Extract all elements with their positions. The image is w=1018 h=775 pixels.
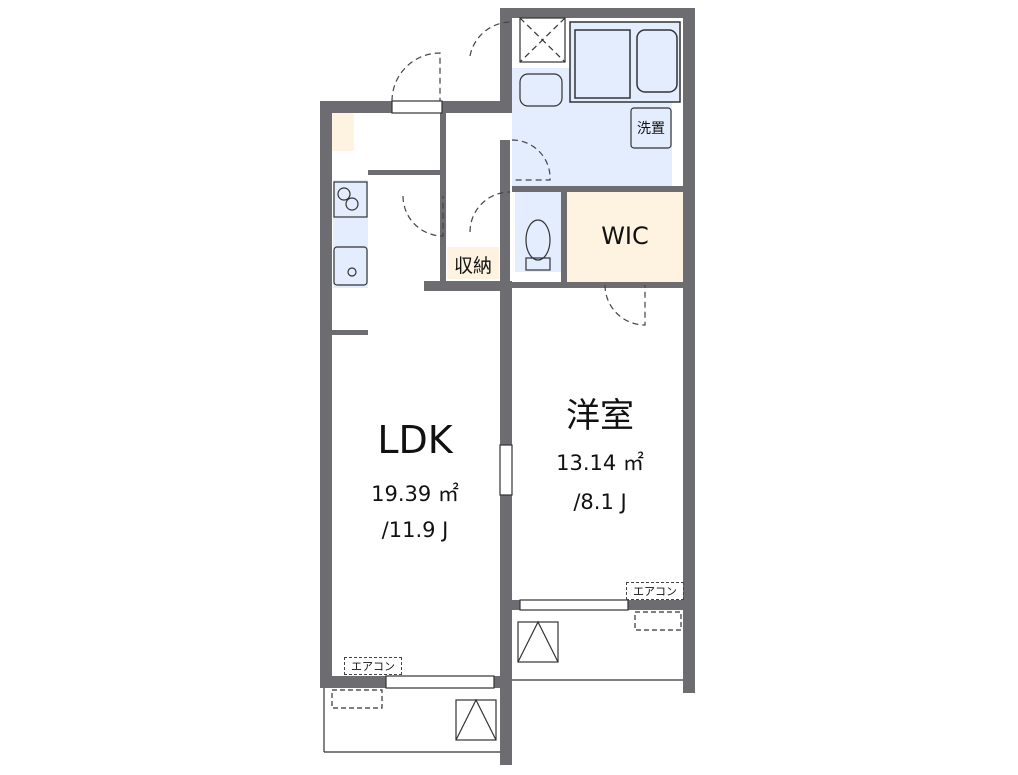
bathtub-icon bbox=[569, 21, 681, 103]
aircon-label-western: エアコン bbox=[626, 582, 684, 600]
bath-floor bbox=[570, 22, 680, 102]
room-label-storage: 収納 bbox=[453, 255, 492, 277]
balcony bbox=[323, 611, 683, 753]
storage-x-icon bbox=[519, 17, 566, 63]
sink-icon bbox=[333, 246, 368, 286]
storage-floor bbox=[447, 247, 499, 279]
room-jo-western: /8.1 J bbox=[573, 490, 627, 514]
room-label-western: 洋室 bbox=[566, 396, 634, 436]
toilet-floor bbox=[515, 192, 561, 272]
washer-icon bbox=[630, 107, 672, 149]
windows bbox=[385, 100, 629, 689]
stove-icon bbox=[333, 181, 368, 218]
toilet-icon bbox=[525, 219, 551, 271]
room-area-western: 13.14 ㎡ bbox=[556, 451, 644, 475]
room-jo-ldk: /11.9 J bbox=[381, 518, 449, 542]
aircon-label-ldk: エアコン bbox=[344, 657, 402, 675]
shoebox bbox=[332, 113, 354, 151]
washbasin-icon bbox=[519, 73, 563, 107]
room-label-wic: WIC bbox=[601, 222, 649, 250]
room-label-washer: 洗置 bbox=[637, 121, 665, 137]
room-area-ldk: 19.39 ㎡ bbox=[371, 482, 459, 506]
wic-floor bbox=[567, 192, 683, 282]
door-swings bbox=[391, 21, 646, 326]
room-label-ldk: LDK bbox=[377, 418, 453, 462]
